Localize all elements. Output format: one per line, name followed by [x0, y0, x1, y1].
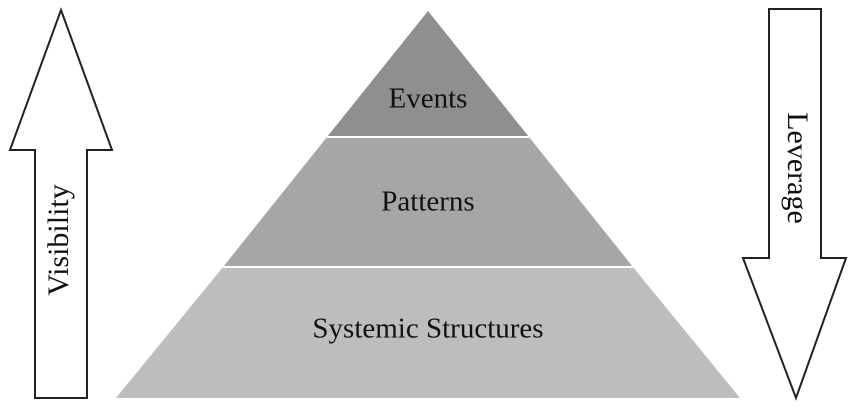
pyramid-level-events	[327, 11, 529, 137]
visibility-arrow: Visibility	[8, 7, 114, 399]
pyramid-level-systemic-structures	[116, 267, 740, 398]
pyramid-label-events: Events	[389, 83, 468, 115]
visibility-arrow-label: Visibility	[42, 184, 75, 296]
visibility-arrow-shape	[8, 7, 114, 399]
pyramid-label-patterns: Patterns	[381, 186, 474, 218]
pyramid-level-patterns	[223, 137, 633, 267]
leverage-arrow: Leverage	[741, 8, 848, 401]
pyramid-label-systemic-structures: Systemic Structures	[312, 313, 543, 345]
leverage-arrow-label: Leverage	[781, 112, 814, 224]
pyramid: Events Patterns Systemic Structures	[116, 11, 740, 398]
leverage-arrow-shape	[741, 8, 848, 401]
